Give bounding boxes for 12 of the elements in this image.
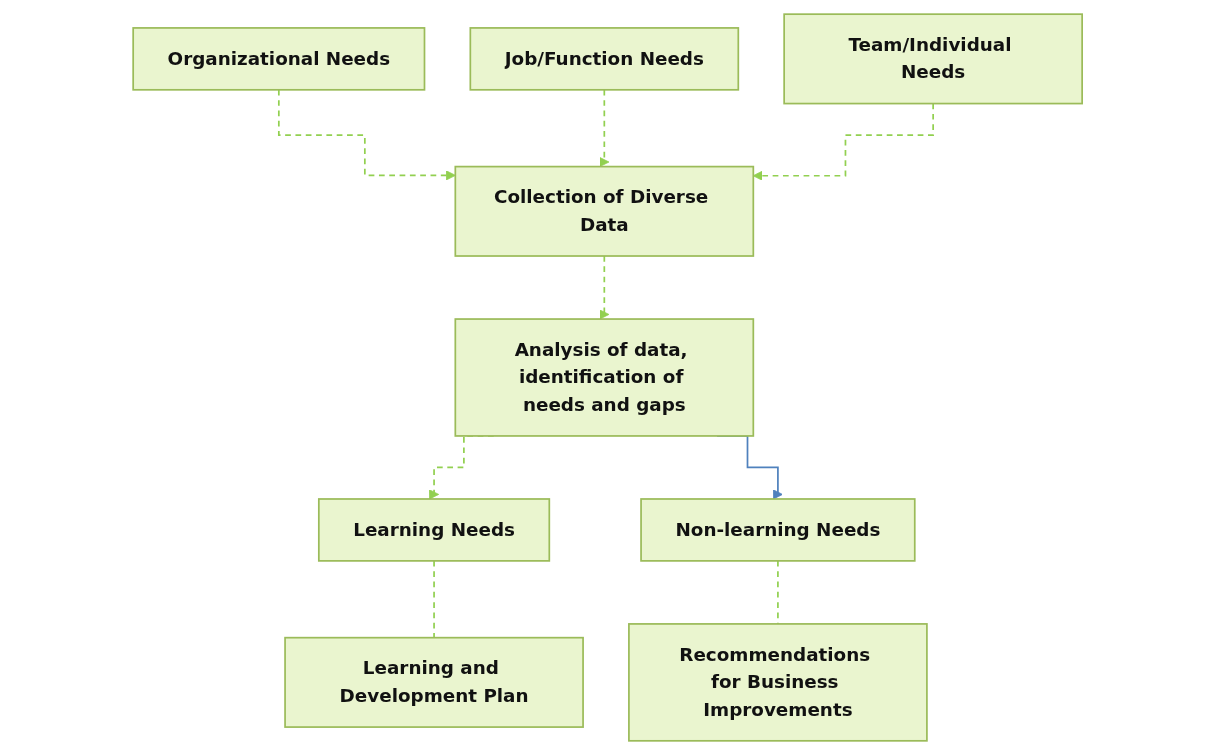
node-box: Learning and Development Plan xyxy=(284,636,585,728)
node-box: Analysis of data, identification of needs and gaps xyxy=(454,318,755,437)
node-box: Non-learning Needs xyxy=(640,498,916,562)
node-box: Recommendations for Business Improvements xyxy=(628,623,929,742)
node-box: Organizational Needs xyxy=(132,27,426,91)
arrow xyxy=(753,102,935,181)
connector xyxy=(433,560,436,639)
arrow xyxy=(599,255,610,320)
arrow xyxy=(599,88,610,168)
node-box: Learning Needs xyxy=(318,498,551,562)
node-box: Collection of Diverse Data xyxy=(454,165,755,257)
node-box: Team/Individual Needs xyxy=(783,13,1084,105)
